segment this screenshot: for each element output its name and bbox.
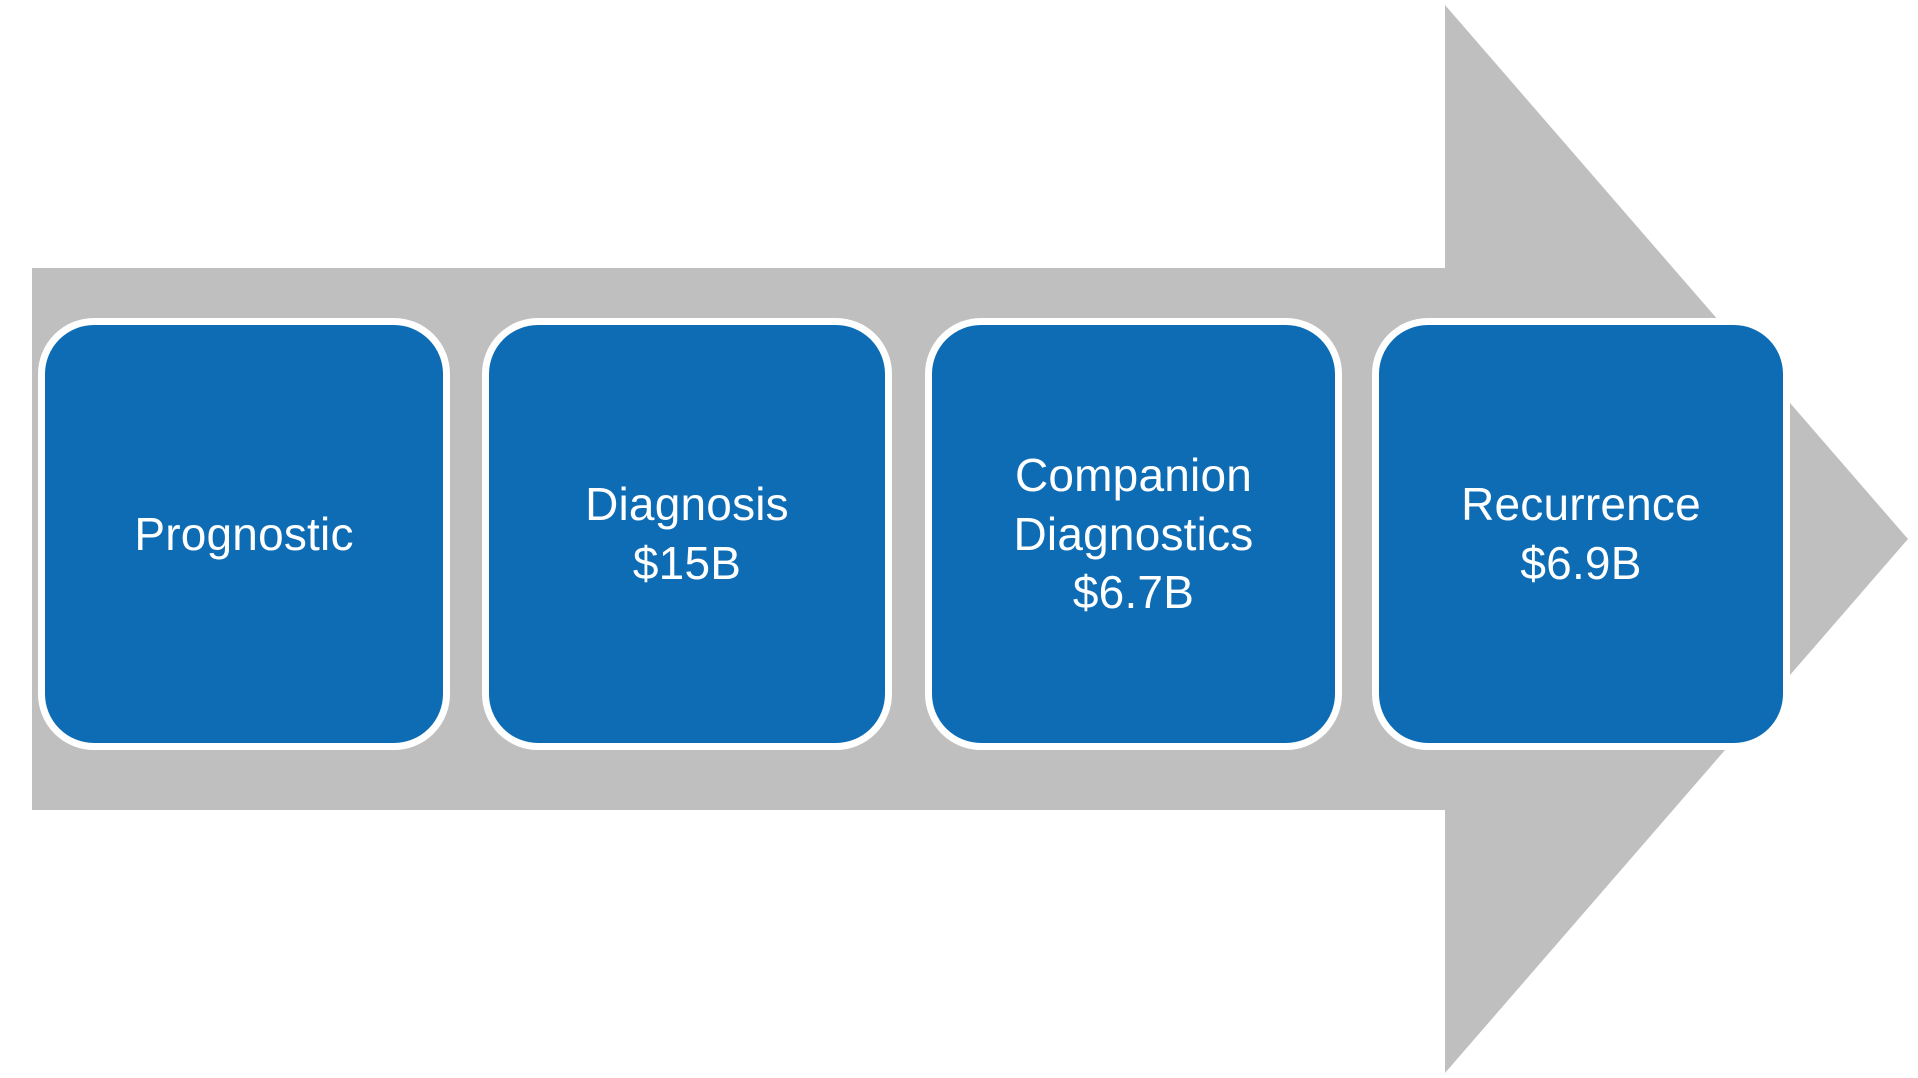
stage-label-companion-diagnostics: Companion Diagnostics $6.7B <box>1013 448 1254 619</box>
stage-label-diagnosis: Diagnosis $15B <box>585 478 789 589</box>
stage-label-recurrence: Recurrence $6.9B <box>1461 478 1701 589</box>
stage-box-diagnosis[interactable]: Diagnosis $15B <box>482 318 892 750</box>
stage-box-prognostic[interactable]: Prognostic <box>38 318 450 750</box>
stage-label-prognostic: Prognostic <box>134 507 354 560</box>
stage-box-recurrence[interactable]: Recurrence $6.9B <box>1372 318 1790 750</box>
stage-box-companion-diagnostics[interactable]: Companion Diagnostics $6.7B <box>925 318 1342 750</box>
